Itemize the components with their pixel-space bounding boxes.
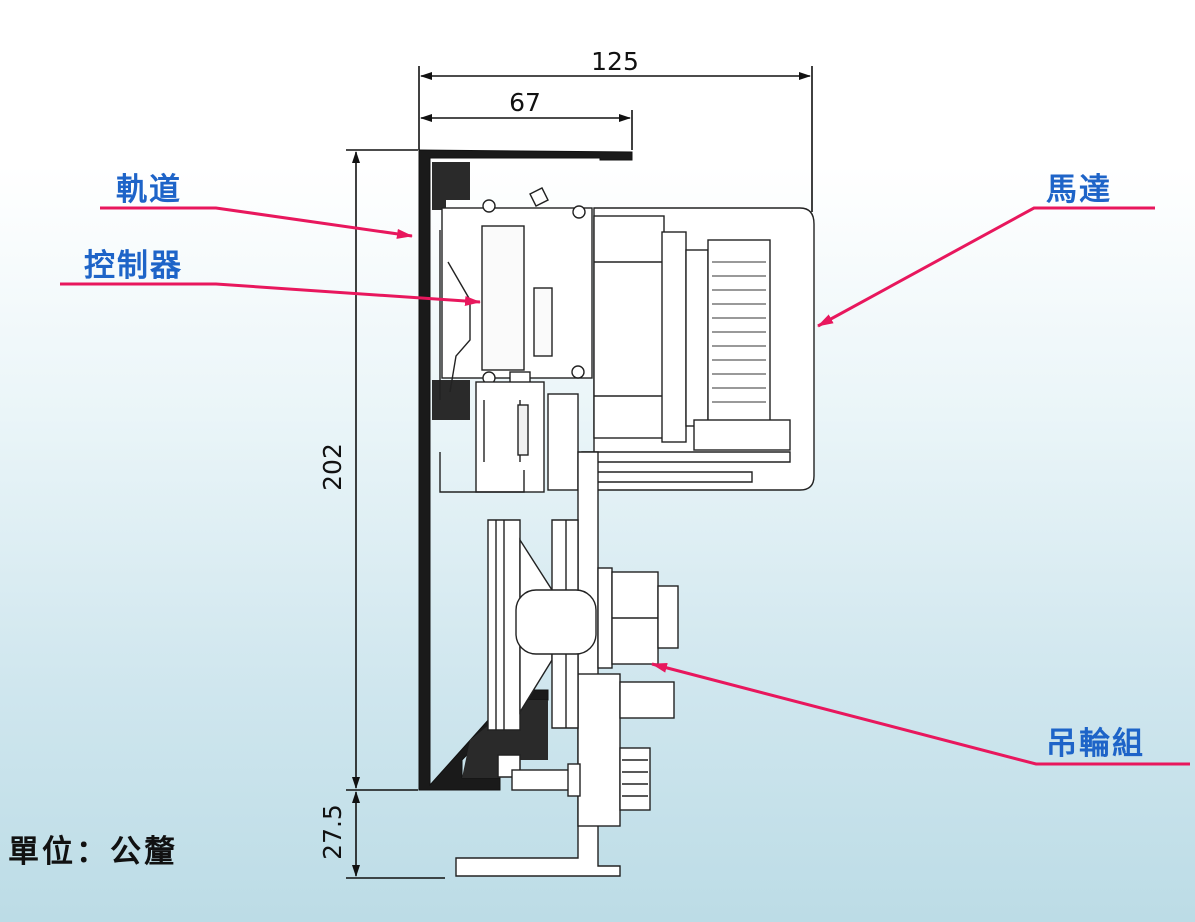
dimension-overall-width: [418, 66, 813, 212]
unit-label: 單位：公釐: [8, 834, 178, 870]
rail-profile: [418, 149, 633, 791]
dimension-125-label: 125: [591, 47, 639, 76]
pulley-group-callout-label: 吊輪組: [1046, 726, 1145, 762]
dimension-rail-width: [420, 110, 633, 150]
dimension-67-label: 67: [509, 88, 541, 117]
dimension-202-label: 202: [318, 443, 347, 491]
pulley-group-leader: [651, 662, 1190, 766]
rail-callout-label: 軌道: [116, 172, 182, 208]
motor-gear-teeth: [712, 261, 766, 403]
motor-callout-label: 馬達: [1046, 172, 1112, 208]
dimension-27-5-label: 27.5: [318, 804, 347, 860]
controller-body: [439, 187, 593, 493]
leader-lines: [60, 206, 1190, 766]
motor-leader: [817, 206, 1155, 328]
pulley-bolt: [511, 567, 679, 811]
motor-assembly: [547, 207, 815, 491]
controller-leader: [60, 282, 481, 306]
dimension-bottom-offset: [346, 791, 445, 879]
controller-callout-label: 控制器: [84, 248, 183, 284]
pulley-wheel: [487, 519, 597, 731]
rail-leader: [100, 206, 413, 239]
dimension-height: [346, 149, 418, 791]
